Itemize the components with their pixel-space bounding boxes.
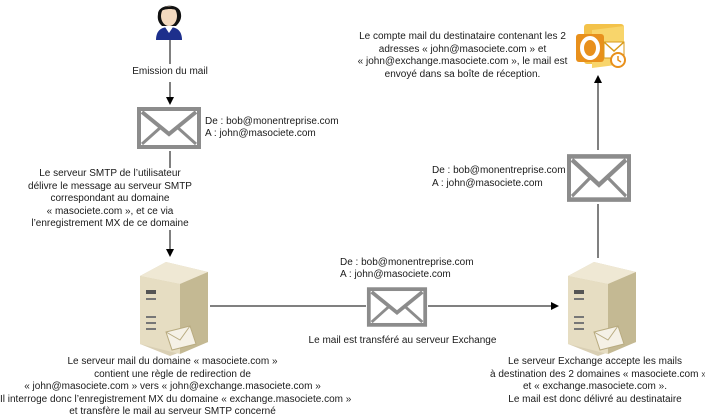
mail3-to: A : john@masociete.com — [432, 178, 543, 189]
emission-label: Emission du mail — [132, 66, 208, 77]
mail2-caption: Le mail est transféré au serveur Exchang… — [308, 335, 497, 346]
mailbox-text: Le compte mail du destinataire contenant… — [357, 31, 568, 80]
mail2-to: A : john@masociete.com — [340, 269, 451, 280]
envelope-icon — [366, 287, 428, 327]
mail2-from: De : bob@monentreprise.com — [340, 257, 474, 268]
server-icon — [568, 262, 636, 356]
envelope-icon — [567, 154, 631, 202]
server-icon — [140, 262, 208, 356]
mail3-from: De : bob@monentreprise.com — [432, 165, 566, 176]
smtp-delivery-text: Le serveur SMTP de l’utilisateur délivre… — [28, 168, 192, 229]
mail1-to: A : john@masociete.com — [205, 128, 316, 139]
outlook-icon — [576, 24, 626, 68]
mail1-from: De : bob@monentreprise.com — [205, 116, 339, 127]
server1-text: Le serveur mail du domaine « masociete.c… — [0, 356, 352, 417]
server2-text: Le serveur Exchange accepte les mails à … — [490, 356, 705, 405]
user-icon — [156, 5, 182, 40]
envelope-icon — [137, 107, 201, 149]
